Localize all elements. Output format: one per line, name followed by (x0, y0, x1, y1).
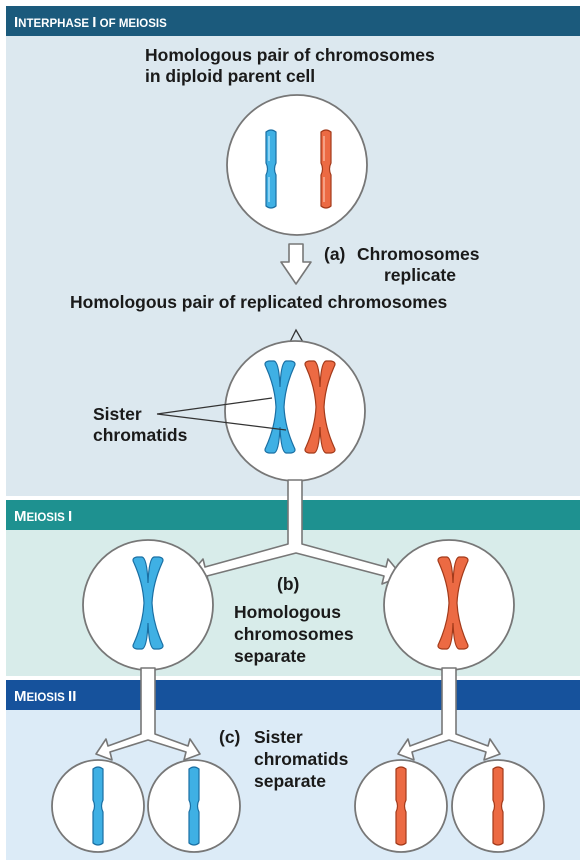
sister-chromatids-label-line1: Sister (93, 404, 142, 424)
svg-text:MEIOSIS I: MEIOSIS I (14, 508, 72, 525)
step-c-label-line2: chromatids (254, 749, 349, 769)
meiosis2-header: MEIOSIS II (6, 680, 580, 710)
maternal-chromosome (265, 129, 277, 209)
svg-text:INTERPHASE I OF MEIOSIS: INTERPHASE I OF MEIOSIS (14, 14, 167, 31)
step-b-marker: (b) (277, 574, 299, 594)
step-c-marker: (c) (219, 727, 240, 747)
step-c-label-line3: separate (254, 771, 326, 791)
replicated-cell (224, 340, 366, 482)
gamete-3-chromatid (395, 766, 407, 846)
step-b-label-line3: separate (234, 646, 306, 666)
step-b-label-line1: Homologous (234, 602, 341, 622)
diploid-parent-cell (226, 94, 368, 236)
replicate-arrow (280, 243, 312, 285)
parent-cell-label-line1: Homologous pair of chromosomes (145, 45, 435, 65)
gamete-4-chromatid (492, 766, 504, 846)
sister-chromatids-label-line2: chromatids (93, 425, 188, 445)
replicated-pair-label: Homologous pair of replicated chromosome… (70, 292, 448, 312)
sister-chromatids-leader (156, 397, 287, 431)
interphase-header: INTERPHASE I OF MEIOSIS (6, 6, 580, 36)
step-a-label-line2: replicate (384, 265, 456, 285)
gamete-2-chromatid (188, 766, 200, 846)
meiosis1-split-arrow (188, 479, 403, 585)
paternal-chromosome (320, 129, 332, 209)
step-a-marker: (a) (324, 244, 345, 264)
gamete-1-chromatid (92, 766, 104, 846)
step-a-label-line1: Chromosomes (357, 244, 480, 264)
step-b-label-line2: chromosomes (234, 624, 354, 644)
svg-text:MEIOSIS II: MEIOSIS II (14, 688, 76, 705)
step-c-label-line1: Sister (254, 727, 303, 747)
meiosis2-split-arrow-left (95, 667, 201, 761)
parent-cell-label-line2: in diploid parent cell (145, 66, 315, 86)
meiosis2-split-arrow-right (397, 667, 501, 761)
